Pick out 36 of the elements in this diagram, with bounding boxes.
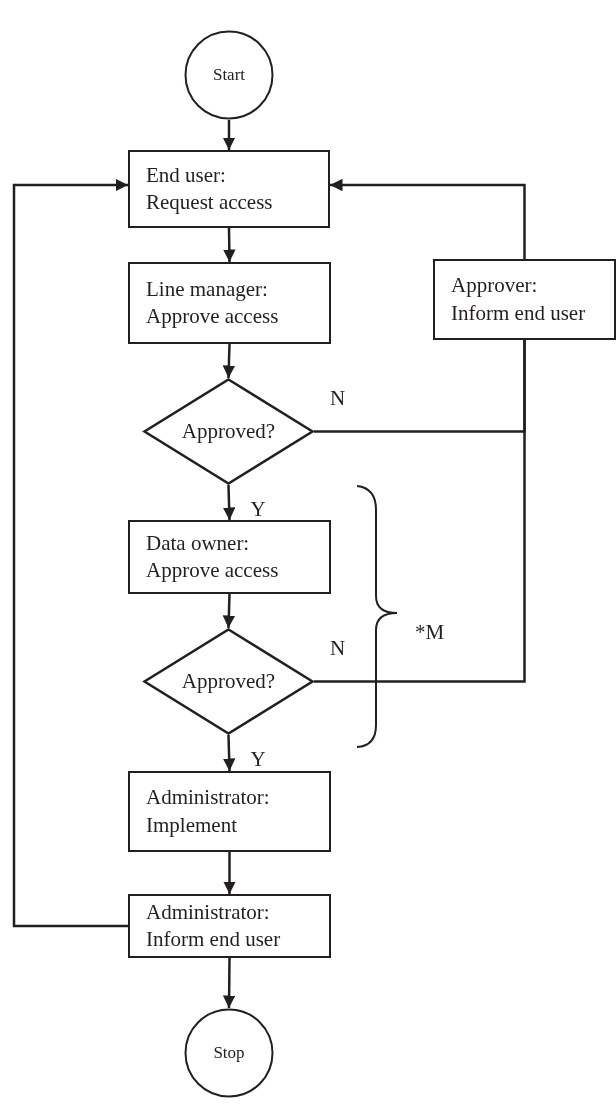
decision-diamond: [143, 628, 314, 735]
node-text: Inform end user: [146, 926, 281, 953]
connector-arrow: [222, 484, 236, 521]
node-text: Administrator:: [146, 898, 270, 926]
process-box: [433, 259, 616, 340]
decision-diamond: [143, 378, 314, 485]
process-box: [128, 150, 330, 228]
connector-arrow: [223, 852, 236, 894]
connector-arrow: [222, 343, 236, 379]
node-text: Line manager:: [146, 275, 268, 303]
connector-arrow: [222, 958, 236, 1008]
node-text: Data owner:: [146, 529, 250, 557]
process-box: [128, 262, 331, 344]
connector-arrow: [12, 178, 128, 928]
connector-arrow: [222, 734, 236, 772]
connector-arrow: [222, 120, 236, 150]
node-text: Request access: [146, 189, 273, 216]
node-text: Stop: [213, 1041, 245, 1064]
connector-arrow: [223, 228, 236, 262]
node-text: Start: [212, 63, 246, 86]
terminal-circle: [184, 30, 274, 120]
node-text: Approver:: [451, 272, 538, 300]
connector-arrow: [330, 178, 526, 259]
process-box: [128, 771, 331, 852]
node-text: Approved?: [181, 417, 276, 445]
node-text: Inform end user: [451, 299, 586, 327]
node-text: Approve access: [146, 303, 279, 330]
terminal-circle: [184, 1008, 274, 1098]
node-text: End user:: [146, 161, 226, 189]
connector-arrow: [222, 593, 236, 629]
node-text: Administrator:: [146, 784, 270, 812]
process-box: [128, 894, 331, 958]
node-text: Approved?: [181, 667, 276, 695]
node-text: Implement: [146, 811, 237, 839]
node-text: Approve access: [146, 557, 279, 584]
process-box: [128, 520, 331, 594]
